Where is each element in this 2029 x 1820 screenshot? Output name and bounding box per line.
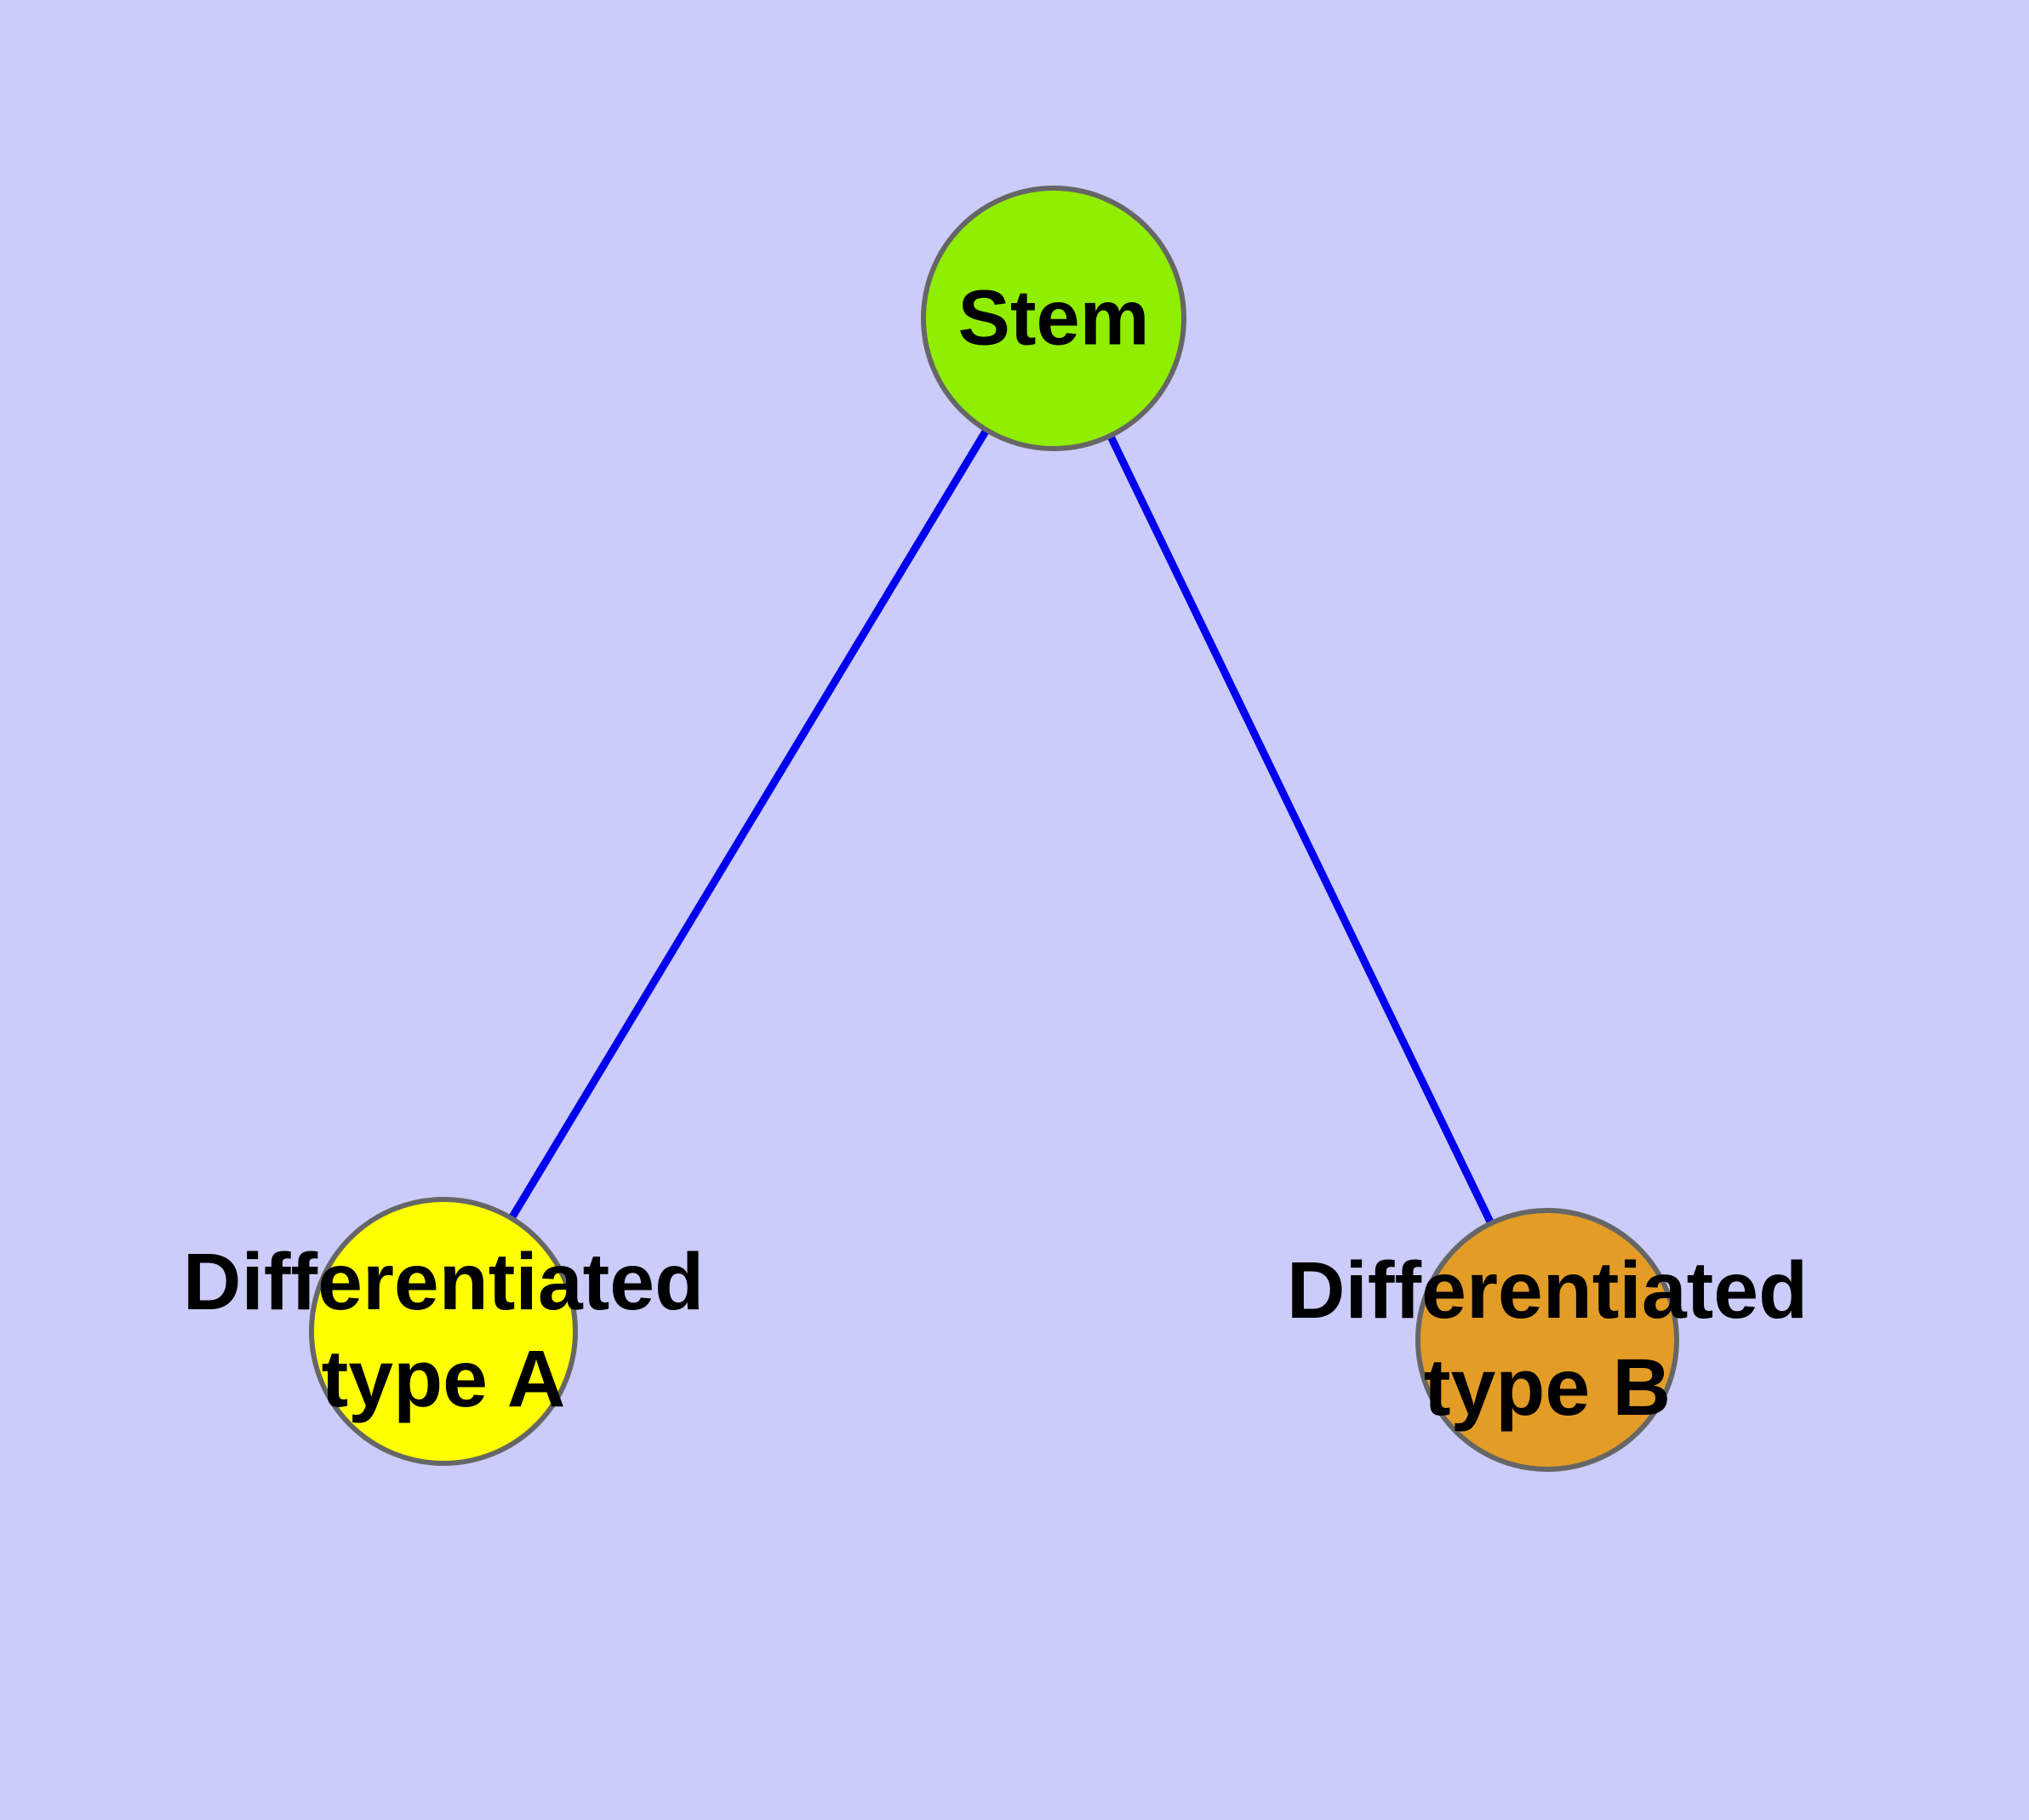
- node-layer: Stem Differentiated type A Differentiate…: [183, 186, 1808, 1472]
- node-differentiated-type-a-label-line1: Differentiated: [183, 1237, 704, 1327]
- node-differentiated-type-b[interactable]: Differentiated type B: [1287, 1208, 1808, 1472]
- node-differentiated-type-b-label-line2: type B: [1424, 1342, 1671, 1433]
- node-stem[interactable]: Stem: [921, 186, 1186, 451]
- node-differentiated-type-a-label-line2: type A: [322, 1334, 566, 1424]
- edge-stem-to-differentiated-type-a[interactable]: [440, 316, 1057, 1334]
- edge-layer: [440, 316, 1552, 1342]
- node-differentiated-type-a-circle[interactable]: [309, 1197, 578, 1466]
- node-differentiated-type-b-label-line1: Differentiated: [1287, 1245, 1808, 1336]
- edge-stem-to-differentiated-type-b[interactable]: [1049, 317, 1552, 1342]
- node-stem-label: Stem: [958, 274, 1150, 361]
- node-differentiated-type-a[interactable]: Differentiated type A: [183, 1197, 704, 1466]
- node-stem-circle[interactable]: [921, 186, 1186, 451]
- node-differentiated-type-b-circle[interactable]: [1415, 1208, 1679, 1472]
